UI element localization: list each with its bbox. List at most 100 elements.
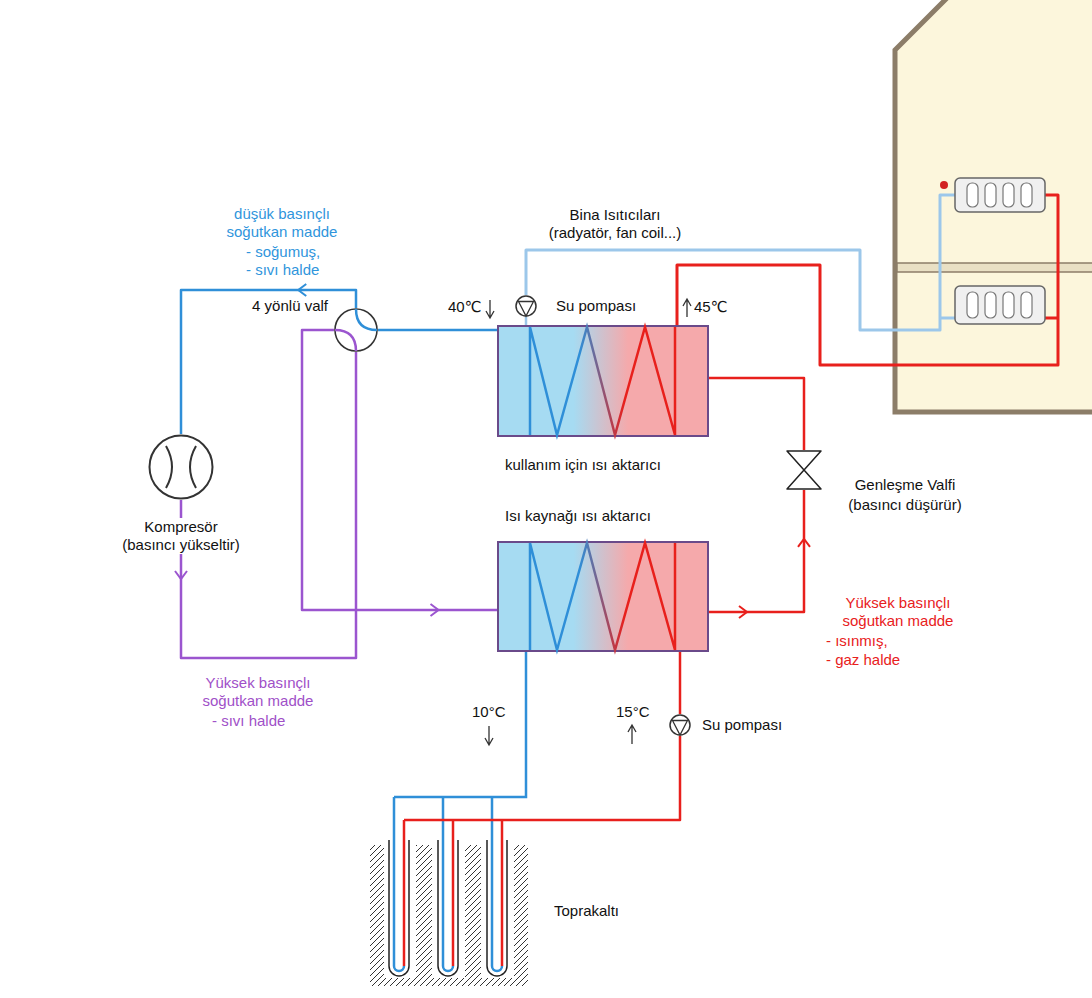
radiator-fin (967, 183, 978, 207)
radiator-fin (985, 292, 996, 318)
pipe-connector (378, 330, 497, 331)
water-pump-outline (669, 714, 691, 736)
pipe-connector (302, 330, 497, 616)
temperature-value: 45℃ (694, 298, 728, 316)
temperature-value: 40℃ (448, 298, 482, 316)
pipe-line (679, 652, 682, 714)
ground-loop-outline (340, 790, 555, 990)
flow-arrow (739, 606, 747, 618)
refrigerant-state-note: - soğumuş, (246, 243, 320, 261)
exchanger-body (498, 326, 708, 436)
pipe-connector (175, 352, 356, 658)
ground-loop-leg (492, 797, 502, 971)
radiator (955, 286, 1045, 324)
borehole-casing (438, 840, 458, 976)
temperature-value: 10°C (472, 703, 506, 721)
ground-loop-leg (501, 820, 504, 966)
radiator-fin (985, 183, 996, 207)
node-label: (basıncı yükseltir) (119, 536, 243, 554)
pipe-connector (526, 652, 527, 790)
radiator (955, 178, 1045, 212)
pipe-connector (181, 284, 356, 434)
valve-passage (356, 309, 377, 330)
flow-direction-arrow (683, 299, 691, 317)
radiator-fin (1003, 183, 1014, 207)
flow-arrow (798, 539, 810, 547)
node-label: Genleşme Valfi (855, 476, 956, 494)
flow-direction-arrow (628, 725, 636, 744)
refrigerant-state-note: - gaz halde (826, 651, 900, 669)
pipe-line (302, 330, 497, 610)
compressor-symbol: Kompresör(basıncı yükseltir) (148, 434, 214, 500)
pump-body (516, 296, 536, 316)
refrigerant-state-note: Yüksek basınçlı soğutkan madde (193, 674, 323, 710)
radiator-valve (940, 181, 948, 189)
water-pump: Su pompası (669, 714, 691, 736)
water-pump: Su pompası (515, 295, 537, 317)
radiator-fin (1021, 183, 1032, 207)
pipe-line (378, 329, 497, 332)
pipe-line (525, 652, 528, 790)
heat-exchanger-outline (497, 325, 709, 437)
compressor-symbol-outline (148, 434, 214, 500)
radiator-fin (1003, 292, 1014, 318)
valve-body (335, 309, 377, 351)
ground-manifold (404, 819, 555, 822)
temperature-value: 15°C (616, 703, 650, 721)
pump-body (670, 715, 690, 735)
radiator-fin (967, 292, 978, 318)
pipe-connector (680, 652, 681, 714)
building-heaters-label: Bina Isıtıcıları (570, 206, 661, 224)
pump-impeller (519, 302, 534, 317)
heat-exchanger: kullanım için ısı aktarıcı (497, 325, 709, 437)
expansion-valve-outline (786, 450, 822, 490)
pipe-line (709, 490, 804, 612)
building-outline (895, 0, 1092, 412)
exchanger-body (498, 542, 708, 651)
valve-passage (335, 330, 356, 351)
node-label: kullanım için ısı aktarıcı (505, 456, 661, 474)
flow-direction-arrow (486, 300, 494, 318)
water-pump-outline (515, 295, 537, 317)
borehole-casing (389, 840, 409, 976)
node-label: Toprakaltı (554, 902, 619, 920)
node-label: (basıncı düşürür) (848, 496, 961, 514)
ground-loop-leg (452, 820, 455, 966)
heat-exchanger-outline (497, 541, 709, 652)
exchanger-coil (530, 327, 675, 435)
compressor-scroll (166, 446, 196, 488)
pipe-line (181, 290, 356, 434)
node-label: Kompresör (141, 518, 220, 536)
compressor-body (150, 436, 213, 499)
pipe-line (709, 378, 804, 450)
ground-loop-leg (394, 797, 404, 971)
supply-water-pipe (677, 195, 1058, 365)
four-way-valve: 4 yönlü valf (334, 308, 378, 352)
ground-loop: Toprakaltı (340, 790, 555, 990)
flow-direction-arrow (485, 726, 493, 745)
valve-symbol (787, 451, 821, 489)
pipe-connector (709, 490, 810, 618)
pipe-line (525, 317, 528, 325)
ground-loop-leg (443, 797, 453, 971)
soil-hatch (416, 845, 432, 978)
four-way-valve-outline (334, 308, 378, 352)
refrigerant-state-note: Yüksek basınçlı soğutkan madde (833, 594, 963, 630)
building-heaters-label: (radyatör, fan coil...) (549, 224, 682, 242)
expansion-valve: Genleşme Valfi(basıncı düşürür) (786, 450, 822, 490)
pipe-connector (555, 736, 680, 820)
radiator-fin (1021, 292, 1032, 318)
soil-hatch (465, 845, 481, 978)
pipe-connector (709, 378, 804, 450)
return-water-pipe (526, 195, 955, 330)
borehole-casing (487, 840, 507, 976)
ground-manifold (394, 790, 526, 797)
heat-exchanger: Isı kaynağı ısı aktarıcı (497, 541, 709, 652)
soil-hatch (370, 978, 528, 986)
refrigerant-state-note: - ısınmış, (826, 632, 888, 650)
flow-arrow (431, 604, 439, 616)
refrigerant-state-note: - sıvı halde (212, 712, 285, 730)
refrigerant-state-note: düşük basınçlı soğutkan madde (217, 205, 347, 241)
pipe-line (555, 736, 680, 820)
